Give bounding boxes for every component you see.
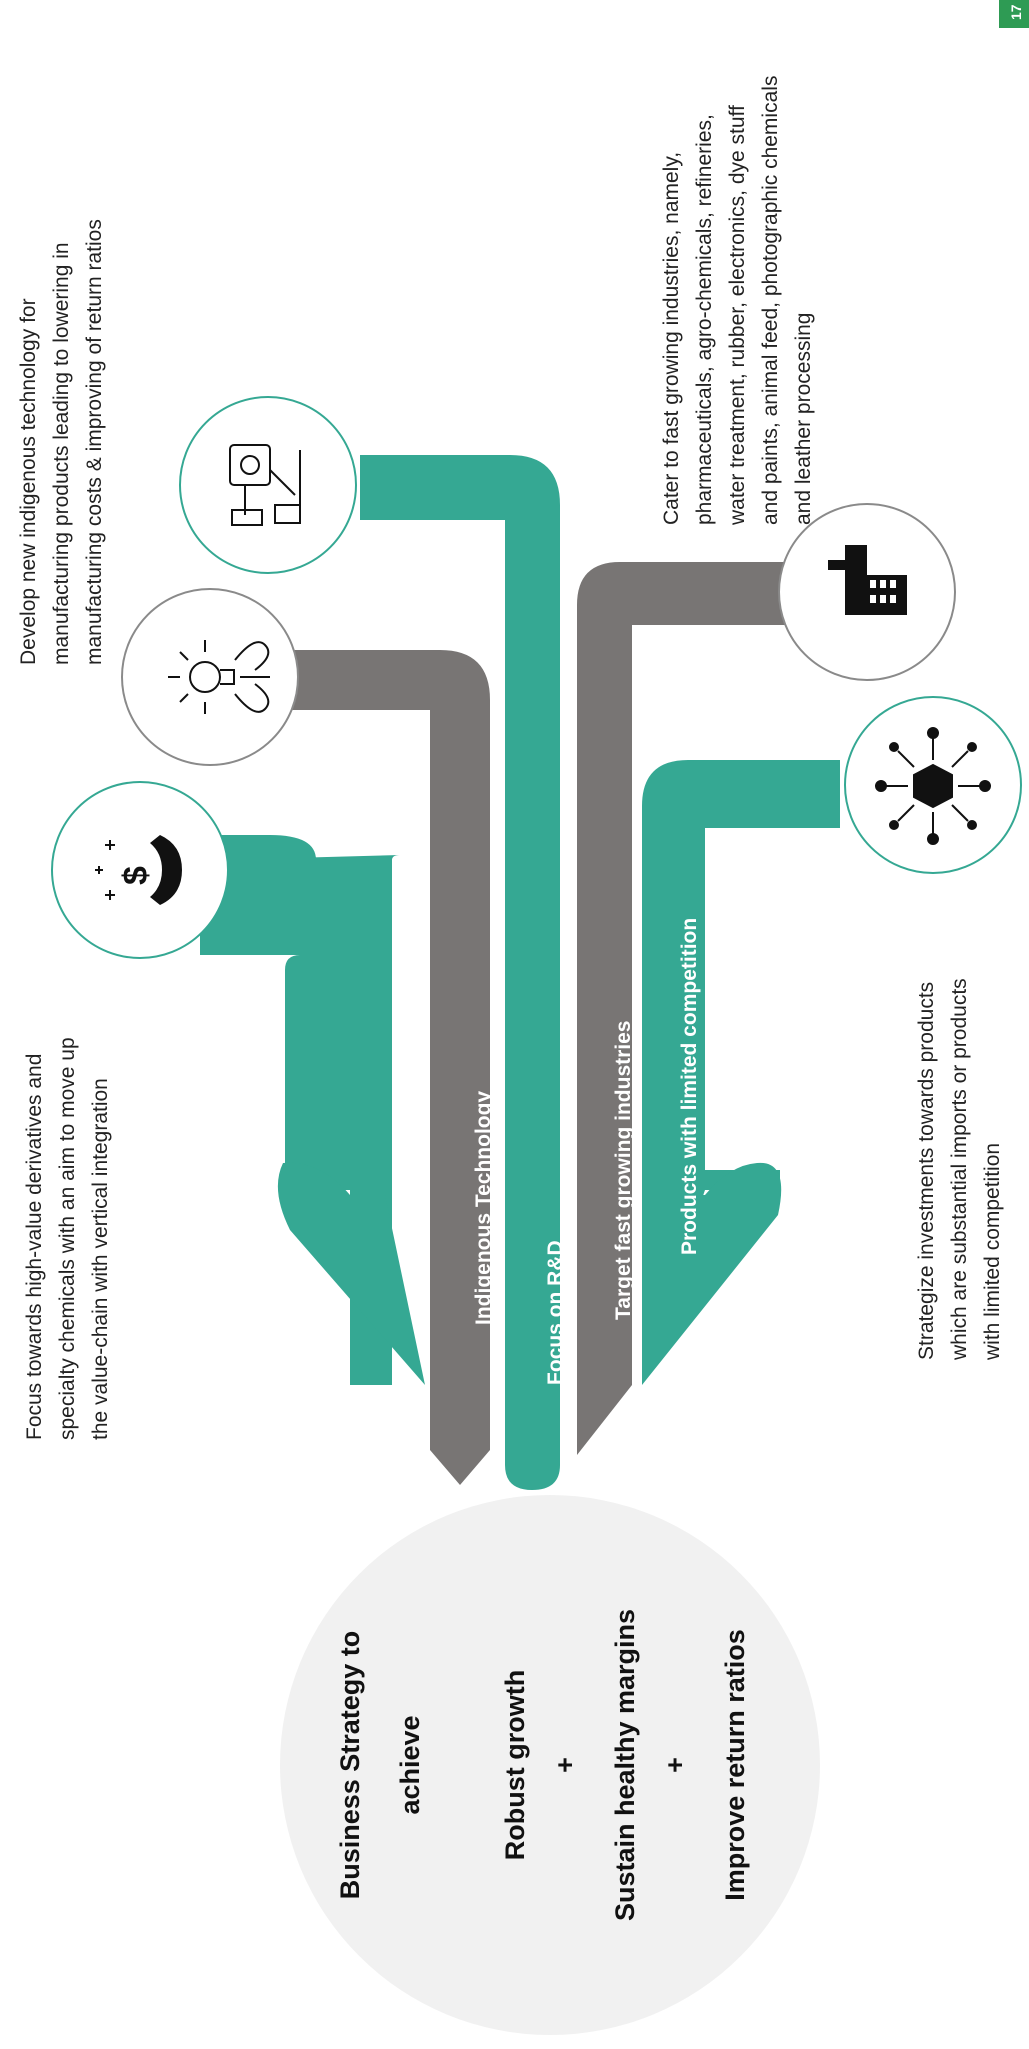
branch-focus-rd: [360, 455, 560, 1490]
center-plus-2: +: [659, 1757, 690, 1773]
central-circle: [280, 1495, 820, 2035]
description-line: with limited competition: [981, 1142, 1004, 1360]
description-line: Focus towards high-value derivatives and: [23, 1053, 46, 1440]
description-line: Strategize investments towards products: [915, 981, 938, 1360]
description-line: water treatment, rubber, electronics, dy…: [726, 105, 749, 525]
svg-text:$: $: [117, 866, 155, 885]
description-industries: Cater to fast growing industries, namely…: [655, 76, 820, 525]
branch-label-indigenous-technology: Indigenous Technology: [472, 1090, 495, 1325]
center-plus-1: +: [549, 1757, 580, 1773]
branch-target-industries: [577, 562, 785, 1455]
lightbulb-gears-icon: [168, 640, 270, 714]
hands-money-icon: $: [95, 835, 182, 905]
branch-label-target-industries: Target fast growing industries: [612, 1020, 635, 1320]
icon-circle-hands-money: [51, 781, 229, 959]
description-competition: Strategize investments towards products …: [910, 978, 1009, 1360]
branch-label-value-added: Value Added Products: [408, 1032, 431, 1255]
description-line: Develop new indigenous technology for: [17, 298, 40, 665]
description-line: pharmaceuticals, agro-chemicals, refiner…: [693, 114, 716, 525]
description-line: specialty chemicals with an aim to move …: [56, 1037, 79, 1440]
icon-circle-lightbulb: [121, 588, 299, 766]
description-line: and paints, animal feed, photographic ch…: [759, 75, 782, 525]
description-value-added: Focus towards high-value derivatives and…: [18, 1037, 117, 1440]
description-line: which are substantial imports or product…: [948, 978, 971, 1360]
branch-label-focus-rd: Focus on R&D: [544, 1240, 567, 1385]
branch-label-limited-competition: Products with limited competition: [678, 917, 701, 1255]
center-line-2: achieve: [394, 1715, 425, 1815]
arrowhead-left: [277, 1162, 425, 1385]
description-line: Cater to fast growing industries, namely…: [660, 151, 683, 525]
factory-icon: [828, 545, 907, 615]
center-line-1: Business Strategy to: [334, 1630, 365, 1900]
laboratory-instrument-icon: [229, 444, 301, 526]
arrowhead-right: [642, 1162, 782, 1385]
page-number-badge: 17: [999, 0, 1029, 28]
description-line: and leather processing: [792, 312, 815, 525]
description-line: the value-chain with vertical integratio…: [89, 1078, 112, 1440]
description-line: manufacturing products leading to loweri…: [50, 242, 73, 665]
description-line: manufacturing costs & improving of retur…: [83, 219, 106, 665]
description-technology: Develop new indigenous technology for ma…: [12, 219, 111, 665]
cube-network-icon: [875, 727, 991, 845]
branch-indigenous-technology: [292, 650, 490, 1485]
center-line-5: Improve return ratios: [719, 1629, 750, 1901]
